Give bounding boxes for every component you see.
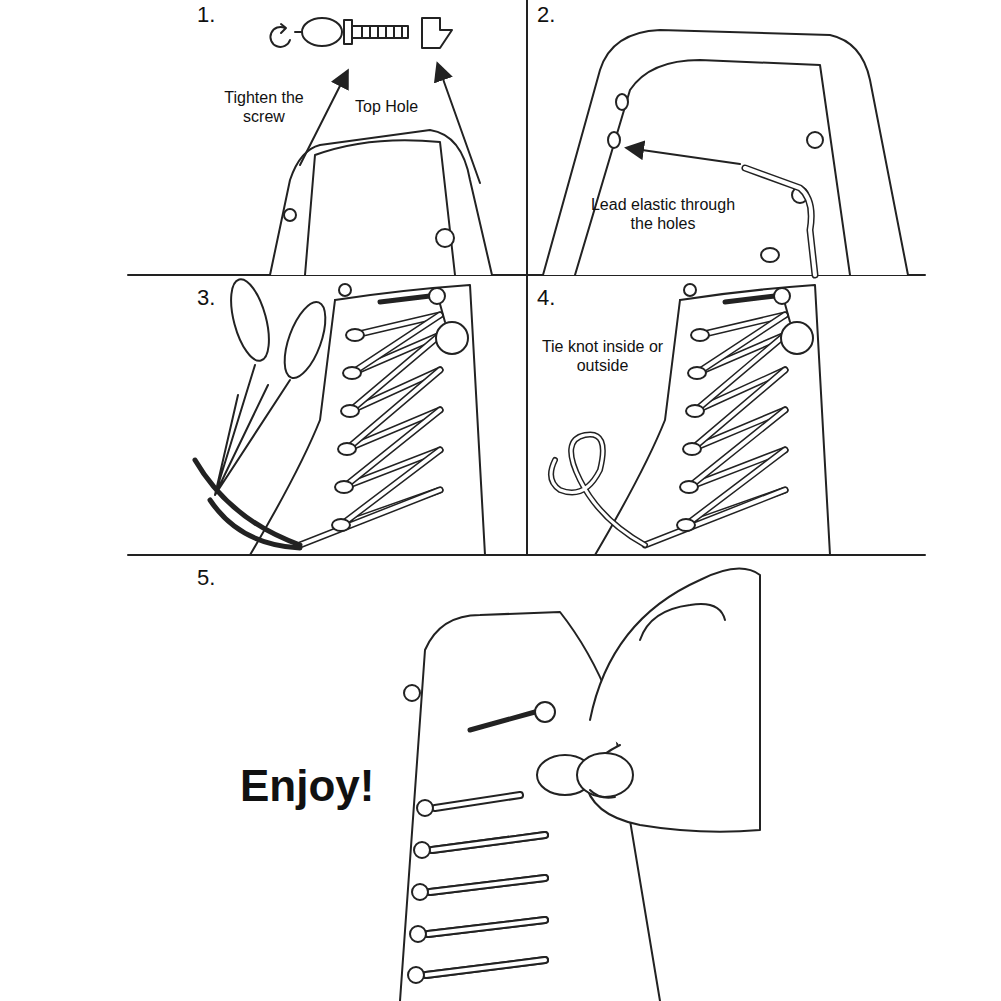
label: Lead elastic through the holes <box>588 195 738 233</box>
label: Tie knot inside or outside <box>540 337 665 375</box>
closing-text: Enjoy! <box>240 760 400 813</box>
label: 5. <box>197 565 237 591</box>
label: Top Hole <box>355 97 445 116</box>
label: 2. <box>537 2 577 28</box>
label: 3. <box>197 285 237 311</box>
label: 4. <box>537 285 577 311</box>
label: 1. <box>197 2 237 28</box>
label: Tighten the screw <box>218 88 310 126</box>
